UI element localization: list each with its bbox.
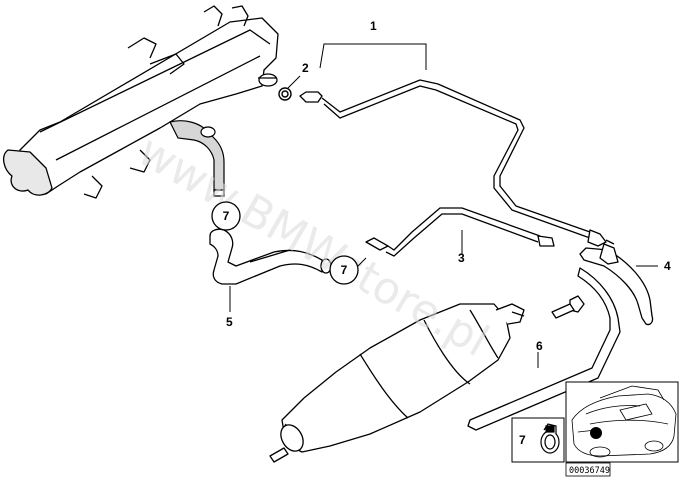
- fuel-rail: [2, 5, 279, 199]
- callout-6: 6: [536, 339, 543, 353]
- car-location-inset: 00036749: [565, 381, 679, 477]
- callout-7b: 7: [341, 263, 348, 277]
- fuel-filter: [269, 303, 525, 463]
- callout-5: 5: [226, 315, 233, 329]
- callout-7-circle-b: [329, 255, 359, 285]
- diagram-code: 00036749: [569, 466, 610, 476]
- clamp-inset: 7: [511, 417, 565, 463]
- callout-3: 3: [458, 251, 465, 265]
- hose-clamp-icon: [540, 423, 560, 454]
- callout-7-circle-a: [211, 201, 241, 231]
- o-ring: [278, 87, 292, 101]
- fuel-hose-6: [467, 267, 621, 431]
- feed-line: [299, 79, 615, 247]
- fuel-line-3: [365, 207, 555, 257]
- callout-1: 1: [370, 19, 377, 33]
- car-outline-icon: [571, 385, 677, 458]
- watermark: www.BMWstore.pl: [130, 125, 498, 367]
- callout-4: 4: [664, 259, 671, 273]
- location-marker: [590, 427, 602, 439]
- callout-2: 2: [302, 61, 309, 75]
- callout-7a: 7: [223, 209, 230, 223]
- callout-7c: 7: [519, 433, 526, 447]
- fuel-hose-4: [579, 243, 654, 326]
- return-hose-shadow: [169, 120, 225, 197]
- leader-lines: [229, 43, 658, 368]
